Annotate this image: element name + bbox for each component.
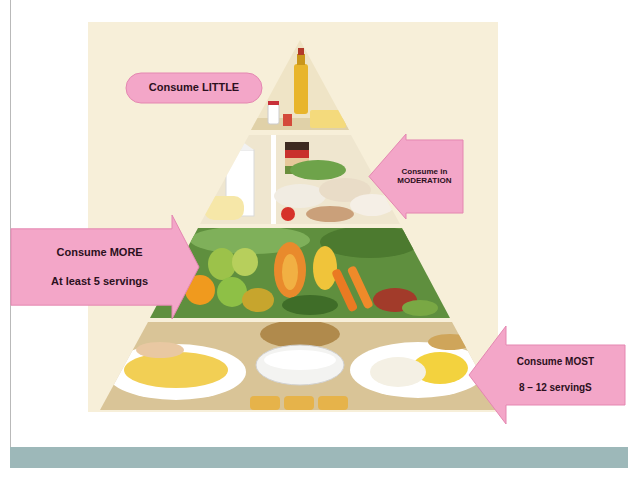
label-text: 8 – 12 servingS [491, 382, 620, 394]
illustration-part [313, 246, 337, 290]
illustration-part [290, 160, 346, 180]
illustration-part [268, 104, 279, 124]
pill-label-outline [126, 73, 262, 103]
arrow-label-outline [369, 134, 463, 219]
illustration-part [282, 295, 338, 315]
illustration-part [310, 110, 346, 128]
arrow-label-shape [10, 214, 200, 320]
illustration-part [136, 342, 184, 358]
illustration-part [124, 352, 228, 388]
arrow-label-shape [468, 325, 626, 425]
arrow-label: Consume MOST 8 – 12 servingS [468, 325, 626, 425]
label-text: Consume MOST [491, 356, 620, 368]
illustration-part [283, 114, 292, 126]
label-text: Consume in MODERATION [391, 167, 458, 186]
illustration-part [204, 196, 244, 220]
illustration-part [264, 350, 336, 370]
illustration-part [306, 206, 354, 222]
illustration-part [428, 334, 472, 350]
illustration-part [294, 64, 308, 114]
illustration-part [95, 320, 505, 415]
illustration-part [281, 207, 295, 221]
frame-line [10, 0, 11, 447]
illustration-part [260, 320, 340, 348]
label-text-area: Consume in MODERATION [391, 140, 458, 213]
tier-grains [95, 320, 505, 415]
footer-bar [10, 447, 628, 468]
label-text-area: Consume MORE At least 5 servings [16, 229, 183, 305]
illustration-part [347, 265, 374, 310]
label-text: At least 5 servings [16, 275, 183, 288]
illustration-part [320, 226, 420, 258]
illustration-part [370, 357, 426, 387]
illustration-part [242, 288, 274, 312]
illustration-part [232, 248, 258, 276]
illustration-part [226, 140, 254, 150]
illustration-part [208, 248, 236, 280]
arrow-label-outline [11, 215, 199, 319]
illustration-part [284, 396, 314, 410]
illustration-part [318, 396, 348, 410]
picture-ground [88, 22, 498, 412]
arrow-label: Consume in MODERATION [368, 133, 464, 220]
illustration-part [274, 242, 306, 298]
illustration-part [250, 396, 280, 410]
illustration-part [268, 101, 279, 105]
illustration-part [282, 254, 298, 290]
illustration-part [350, 342, 486, 398]
illustration-part [274, 184, 326, 208]
label-text-area: Consume LITTLE [139, 72, 250, 104]
illustration-part [298, 48, 304, 55]
pill-label: Consume LITTLE [125, 72, 263, 104]
arrow-label-outline [469, 326, 625, 424]
illustration-part [256, 345, 344, 385]
label-text: Consume LITTLE [139, 81, 250, 94]
label-text-area: Consume MOST 8 – 12 servingS [491, 345, 620, 405]
illustration-part [285, 142, 309, 150]
arrow-label: Consume MORE At least 5 servings [10, 214, 200, 320]
illustration-part [402, 300, 438, 316]
label-text: Consume MORE [16, 246, 183, 259]
illustration-part [285, 150, 309, 158]
illustration-part [297, 54, 305, 65]
illustration-part [271, 133, 276, 228]
